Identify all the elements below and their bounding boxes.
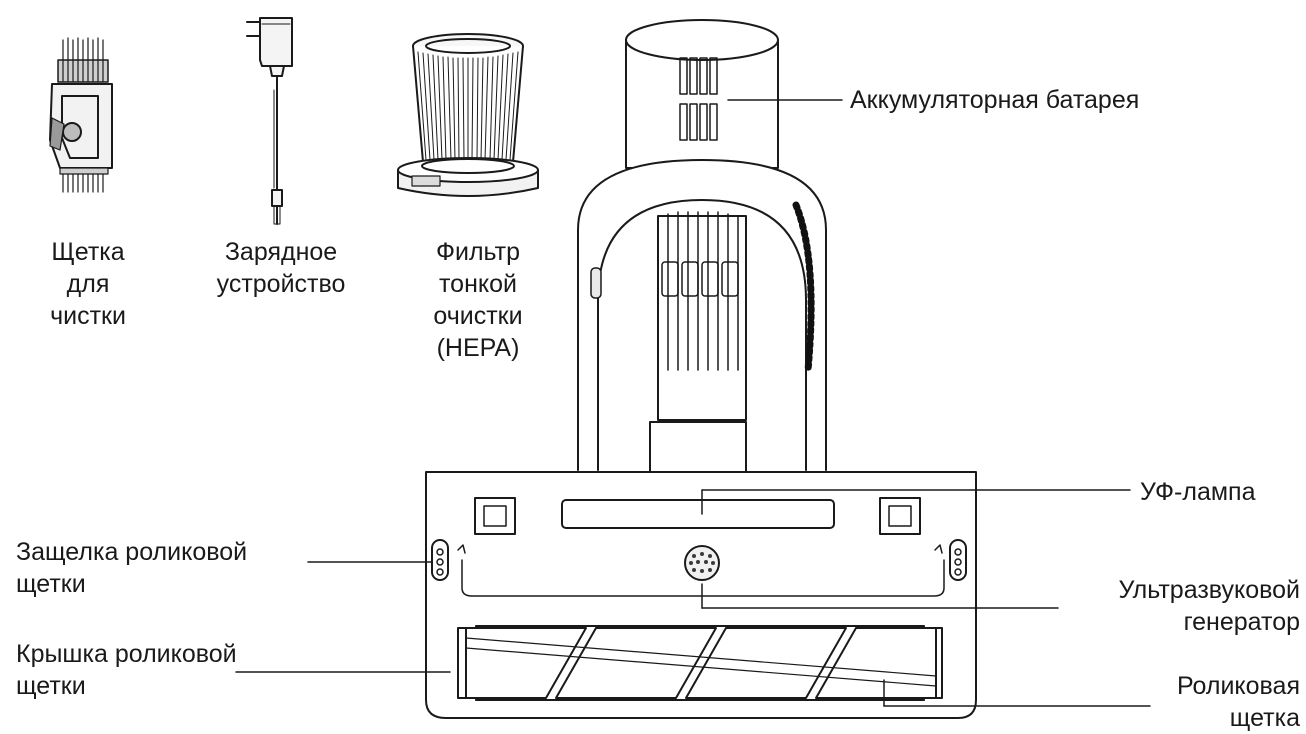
label-charger: Зарядное устройство xyxy=(216,238,346,298)
neck-illustration xyxy=(649,211,747,481)
battery-illustration xyxy=(625,19,779,169)
label-cleaning-brush: Щетка для чистки xyxy=(50,238,126,330)
label-hepa-filter: Фильтр тонкой очистки (HEPA) xyxy=(433,238,523,362)
label-uv-lamp: УФ-лампа xyxy=(1140,478,1256,506)
cleaning-brush-illustration xyxy=(49,37,113,193)
charger-illustration xyxy=(246,17,293,225)
hepa-filter-illustration xyxy=(397,33,539,197)
label-roller-cover: Крышка роликовой щетки xyxy=(16,640,237,700)
brush-head-illustration xyxy=(425,471,977,719)
label-ultrasonic: Ультразвуковой генератор xyxy=(1118,576,1300,636)
leader-lines xyxy=(235,99,1151,707)
label-battery: Аккумуляторная батарея xyxy=(850,86,1140,114)
label-roller-brush: Роликовая щетка xyxy=(1176,672,1300,732)
label-roller-latch: Защелка роликовой щетки xyxy=(16,538,248,598)
